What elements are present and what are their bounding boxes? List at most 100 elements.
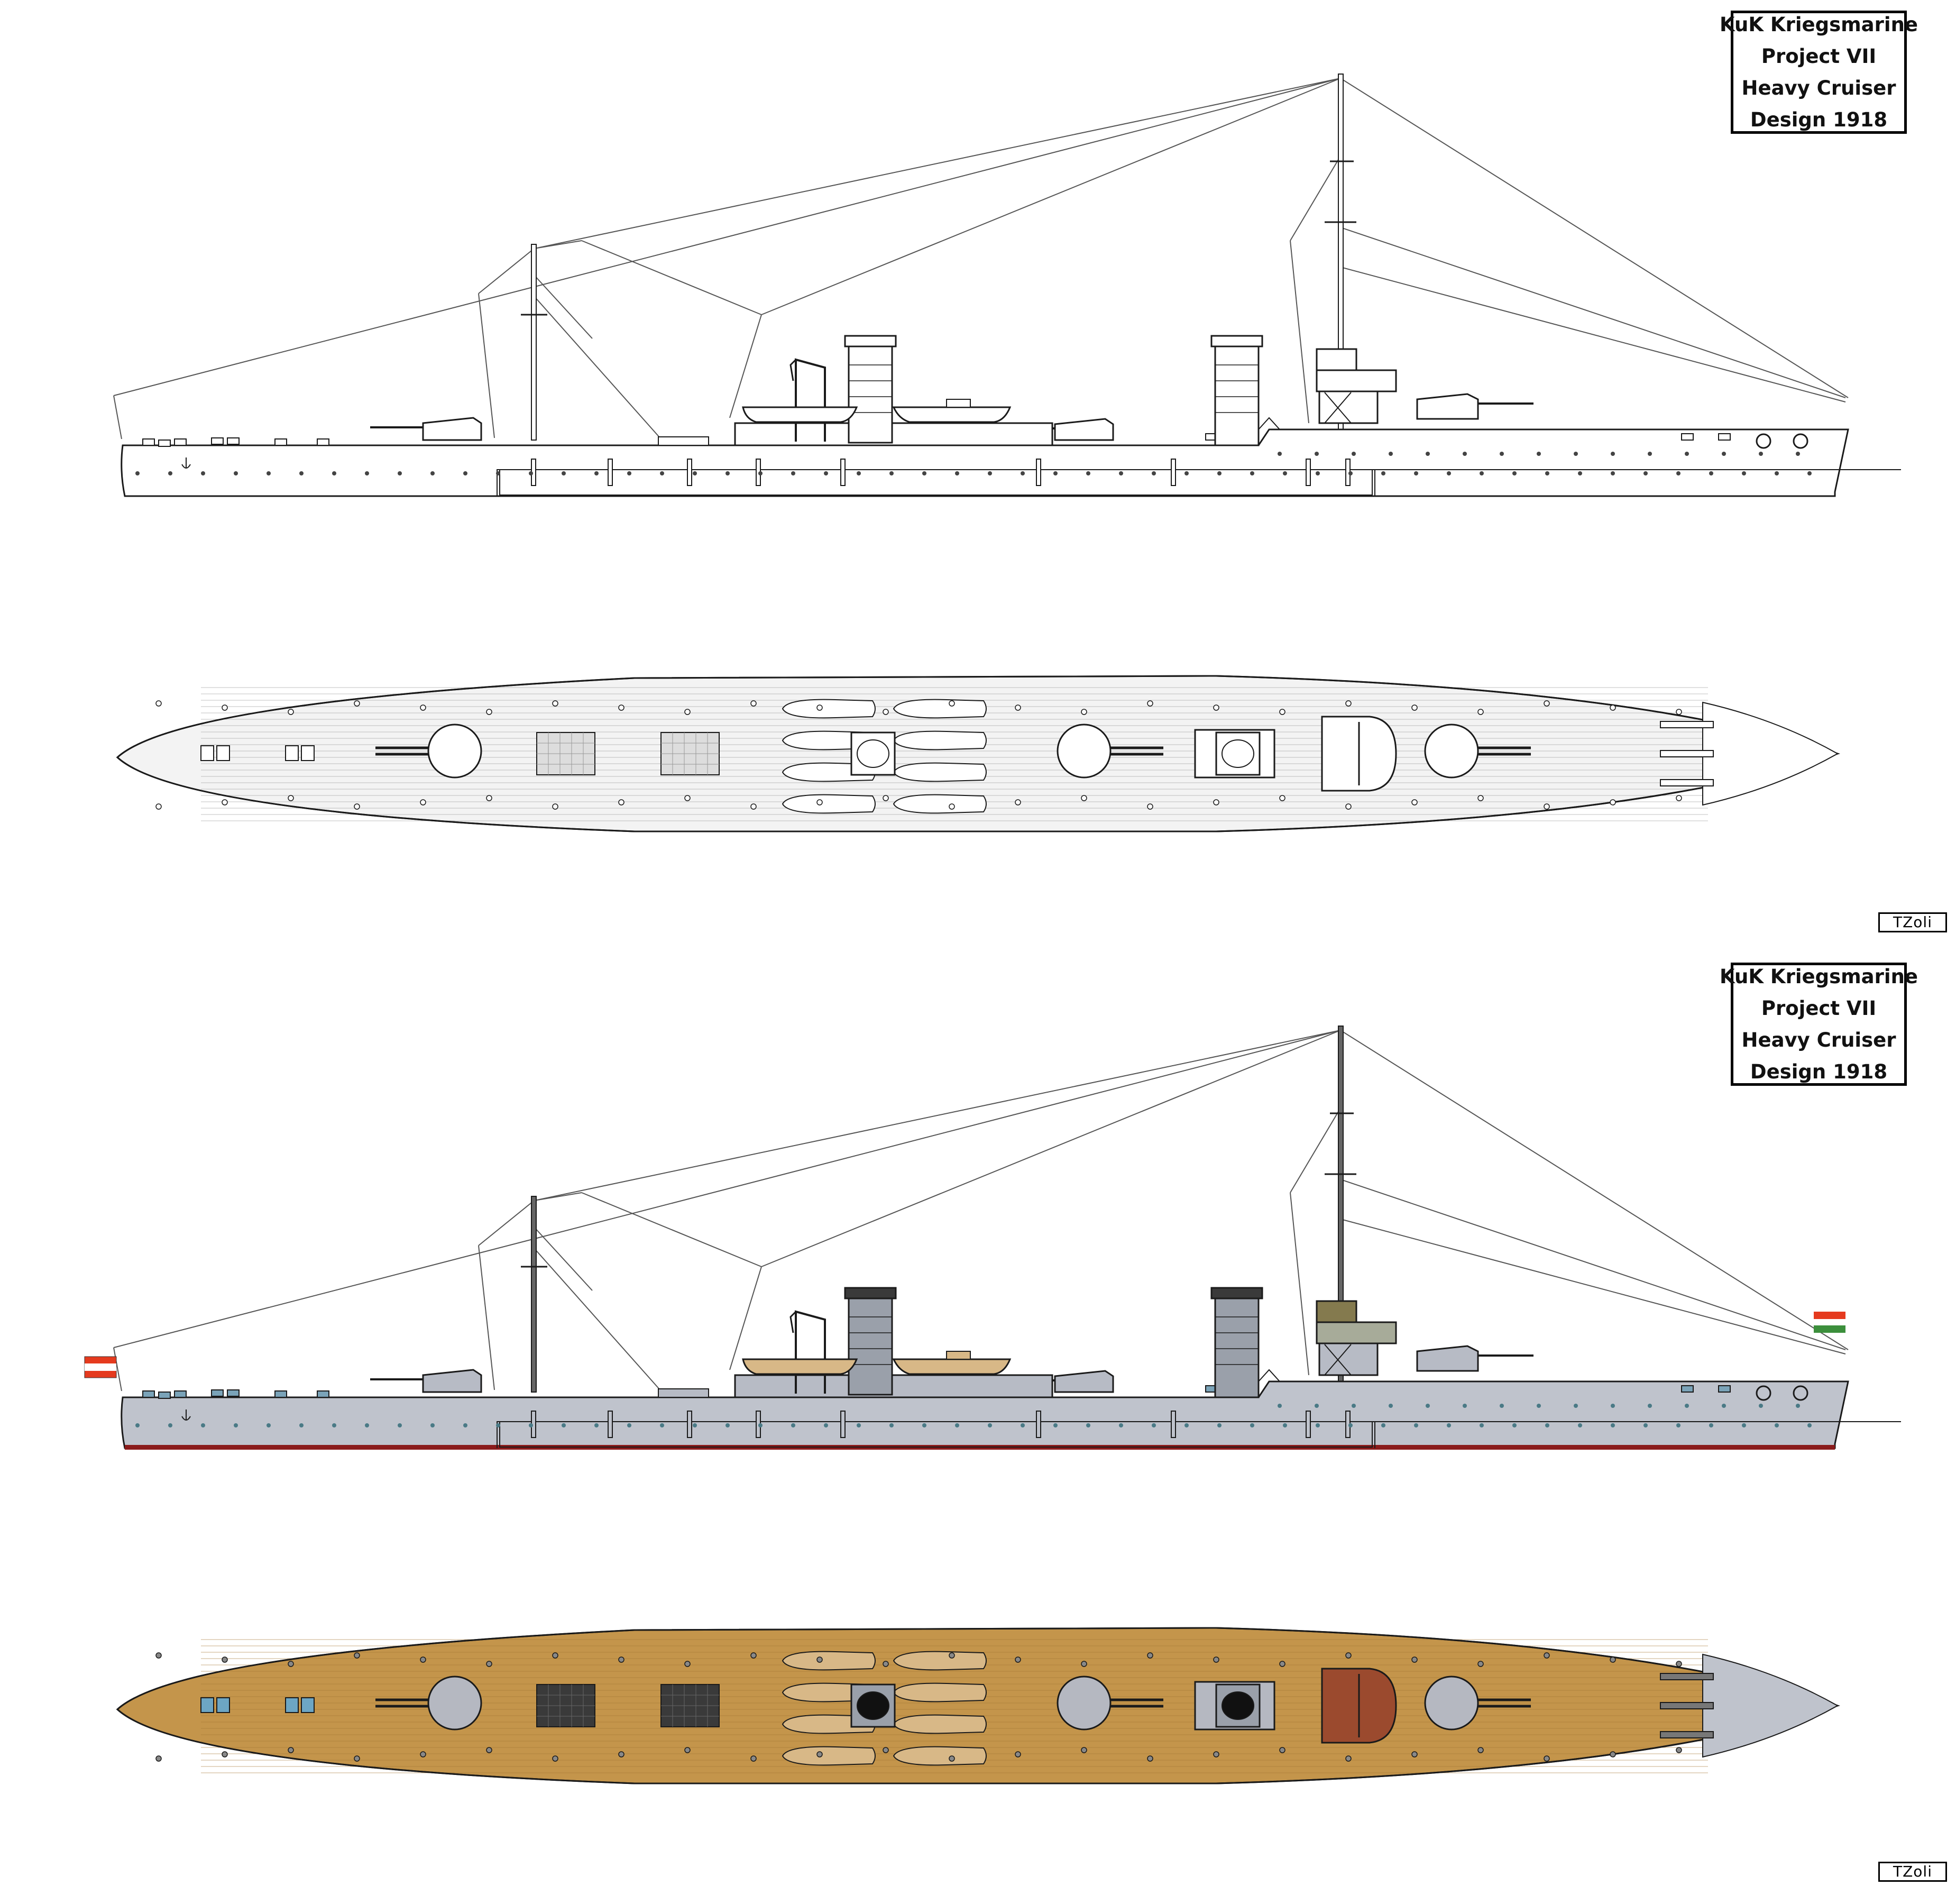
bollard xyxy=(1081,1661,1087,1667)
bollard xyxy=(1279,709,1285,715)
fore-mast xyxy=(531,1196,537,1393)
bollard xyxy=(883,709,889,715)
porthole xyxy=(1352,1404,1356,1408)
porthole xyxy=(234,1423,238,1427)
ship-color-drawing xyxy=(84,1026,1901,1784)
porthole xyxy=(1611,1404,1615,1408)
aft-funnel xyxy=(848,1296,893,1396)
porthole xyxy=(1537,1404,1541,1408)
porthole xyxy=(857,471,861,475)
bollard xyxy=(288,709,294,715)
bollard xyxy=(1345,700,1352,707)
bollard xyxy=(354,1652,360,1659)
hull-side xyxy=(121,1380,1849,1449)
porthole xyxy=(594,1423,599,1427)
bollard xyxy=(552,1755,558,1762)
mid-turret xyxy=(1054,418,1114,441)
porthole xyxy=(1250,1423,1254,1427)
bollard xyxy=(1676,1747,1682,1753)
porthole xyxy=(430,1423,435,1427)
porthole xyxy=(1217,1423,1222,1427)
porthole xyxy=(1759,452,1763,456)
bollard xyxy=(1345,1755,1352,1762)
anchor-hawse xyxy=(1756,1385,1771,1401)
bollard xyxy=(1544,1755,1550,1762)
rigging-line xyxy=(1340,1219,1846,1354)
plate-color-scheme: KuK Kriegsmarine Project VII Heavy Cruis… xyxy=(0,952,1956,1904)
bollard xyxy=(750,1755,757,1762)
armor-belt-line xyxy=(497,1421,1901,1448)
top-view xyxy=(116,1627,1840,1784)
bollard xyxy=(1544,1652,1550,1659)
porthole xyxy=(1709,471,1713,475)
title-line-2: Project VII xyxy=(1761,44,1877,68)
porthole xyxy=(1278,452,1282,456)
porthole xyxy=(529,471,533,475)
anchor-hawse xyxy=(1756,433,1771,449)
porthole xyxy=(1512,471,1517,475)
rigging-line xyxy=(1290,1107,1341,1193)
bollard xyxy=(883,1661,889,1667)
porthole xyxy=(1676,1423,1680,1427)
fore-funnel-cap xyxy=(1210,1287,1263,1299)
aft-funnel-cap xyxy=(844,335,897,347)
rigging-line xyxy=(1290,1192,1309,1376)
boat-top xyxy=(893,794,987,814)
rigging-line xyxy=(1340,1179,1846,1350)
belt-rib xyxy=(1036,459,1041,486)
porthole xyxy=(955,1423,959,1427)
porthole xyxy=(201,471,205,475)
porthole xyxy=(1021,1423,1025,1427)
rigging-line xyxy=(534,78,1341,249)
porthole xyxy=(1611,471,1615,475)
funnel-opening xyxy=(1222,1691,1254,1720)
bollard xyxy=(1477,709,1484,715)
rigging-line xyxy=(1340,267,1846,402)
porthole xyxy=(627,471,631,475)
bollard xyxy=(1081,1747,1087,1753)
armor-belt xyxy=(499,1421,1373,1448)
rigging-line xyxy=(729,1266,762,1370)
forward-turret xyxy=(1416,393,1479,420)
porthole xyxy=(857,1423,861,1427)
bollard xyxy=(1676,709,1682,715)
porthole xyxy=(135,471,140,475)
turret-top xyxy=(427,1676,482,1731)
rigging-line xyxy=(1340,78,1849,398)
deck-fitting xyxy=(158,1392,171,1399)
porthole xyxy=(1574,452,1578,456)
porthole xyxy=(430,471,435,475)
porthole xyxy=(1648,1404,1652,1408)
porthole xyxy=(1796,1404,1800,1408)
deck-fitting xyxy=(1681,433,1694,441)
bow-break xyxy=(1258,1369,1280,1382)
deck-fitting xyxy=(174,438,187,446)
porthole xyxy=(365,1423,369,1427)
porthole xyxy=(1250,471,1254,475)
bollard xyxy=(222,1656,228,1663)
porthole xyxy=(693,471,697,475)
porthole xyxy=(1807,471,1812,475)
armor-belt xyxy=(499,469,1373,496)
bollard xyxy=(1345,803,1352,810)
bollard xyxy=(816,704,823,711)
bollard xyxy=(1610,799,1616,805)
porthole xyxy=(168,1423,172,1427)
bollard xyxy=(486,1661,492,1667)
porthole xyxy=(1500,1404,1504,1408)
aft-turret xyxy=(422,417,482,441)
boat-top xyxy=(893,730,987,750)
rigging-line xyxy=(534,240,582,249)
porthole xyxy=(267,1423,271,1427)
mid-turret xyxy=(1054,1370,1114,1393)
porthole xyxy=(365,471,369,475)
bridge-deck xyxy=(1316,369,1397,392)
bollard xyxy=(1411,799,1418,805)
bollard xyxy=(486,795,492,801)
artist-signature: TZoli xyxy=(1878,1862,1947,1882)
turret-top xyxy=(1057,724,1112,779)
porthole xyxy=(1352,452,1356,456)
portholes xyxy=(135,1404,1812,1427)
torpedo-tube xyxy=(1660,750,1714,757)
rigging-lines xyxy=(113,78,1849,440)
